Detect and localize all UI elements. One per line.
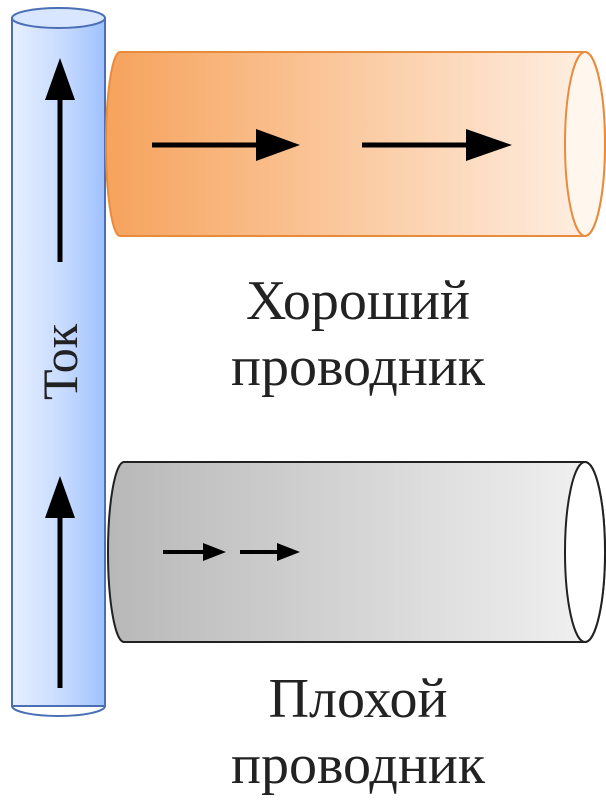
good-conductor-label-line2: проводник bbox=[230, 336, 486, 398]
bad-conductor-arrow-1 bbox=[163, 543, 226, 561]
bad-conductor-label-line2: проводник bbox=[230, 734, 486, 796]
bad-conductor-cylinder bbox=[107, 461, 606, 643]
good-conductor-arrow-1 bbox=[152, 129, 300, 161]
current-arrow-upper bbox=[45, 58, 75, 262]
good-conductor-end-face bbox=[564, 51, 606, 237]
current-arrow-lower bbox=[45, 476, 75, 688]
bad-conductor-arrow-2 bbox=[240, 543, 300, 561]
current-wire-top-cap bbox=[11, 7, 106, 29]
good-conductor-label: Хороший проводник bbox=[168, 268, 548, 400]
bad-conductor-label: Плохой проводник bbox=[168, 666, 548, 798]
good-conductor-label-line1: Хороший bbox=[246, 270, 470, 332]
good-conductor-cylinder bbox=[105, 51, 606, 237]
bad-conductor-label-line1: Плохой bbox=[268, 668, 448, 730]
good-conductor-arrow-2 bbox=[362, 129, 512, 161]
current-wire-bottom-edge bbox=[11, 705, 106, 717]
current-label: Ток bbox=[32, 323, 88, 401]
current-wire bbox=[11, 7, 106, 717]
bad-conductor-end-face bbox=[564, 461, 606, 643]
